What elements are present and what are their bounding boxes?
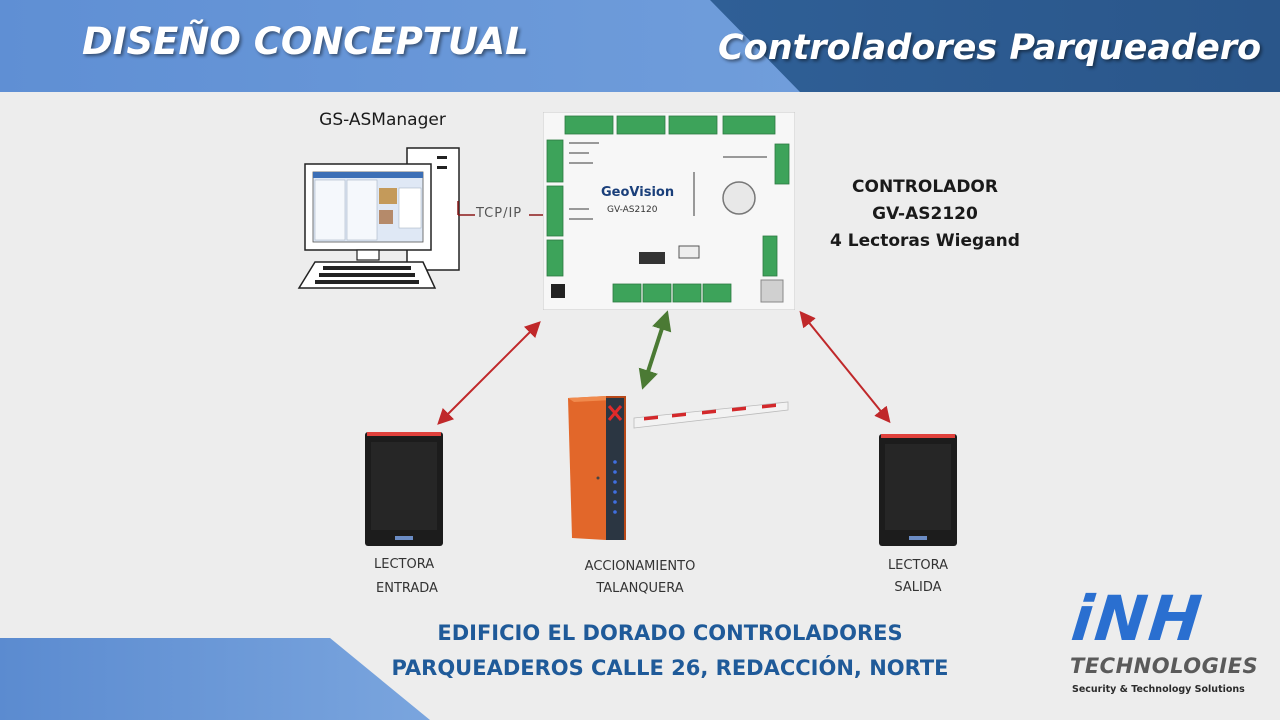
footer-line2: PARQUEADEROS CALLE 26, REDACCIÓN, NORTE — [391, 656, 949, 680]
exit-reader-line1: LECTORA — [887, 558, 949, 573]
barrier-gate-icon — [568, 396, 789, 540]
controller-line3: 4 Lectoras Wiegand — [830, 231, 1020, 251]
entry-reader-label: LECTORA ENTRADA — [350, 554, 450, 600]
barrier-label: ACCIONAMIENTO TALANQUERA — [570, 556, 710, 600]
exit-reader-icon — [879, 434, 957, 546]
logo-tagline: Security & Technology Solutions — [1072, 684, 1245, 695]
company-logo: iNH TECHNOLOGIES Security & Technology S… — [1064, 582, 1264, 706]
arrow-entry-reader — [437, 321, 541, 425]
barrier-line1: ACCIONAMIENTO — [584, 559, 696, 574]
exit-reader-line2: SALIDA — [894, 580, 942, 595]
logo-mark: iNH — [1068, 582, 1207, 655]
footer-line1: EDIFICIO EL DORADO CONTROLADORES — [437, 621, 903, 645]
board-model: GV-AS2120 — [607, 205, 658, 215]
board-brand: GeoVision — [601, 185, 674, 200]
controller-line1: CONTROLADOR — [852, 177, 998, 197]
computer-icon — [297, 147, 460, 289]
exit-reader-label: LECTORA SALIDA — [868, 555, 968, 599]
footer-caption: EDIFICIO EL DORADO CONTROLADORES PARQUEA… — [380, 616, 960, 686]
footer-band-left — [0, 638, 430, 720]
entry-reader-icon — [365, 432, 443, 546]
entry-reader-line2: ENTRADA — [376, 581, 438, 596]
title-right: Controladores Parqueadero — [718, 28, 1262, 68]
controller-info: CONTROLADOR GV-AS2120 4 Lectoras Wiegand — [800, 174, 1050, 255]
title-left: DISEÑO CONCEPTUAL — [82, 20, 529, 63]
header-band-dark — [710, 0, 1280, 92]
controller-line2: GV-AS2120 — [872, 204, 978, 224]
logo-word: TECHNOLOGIES — [1070, 654, 1259, 678]
barrier-line2: TALANQUERA — [596, 581, 684, 596]
tcpip-connector — [457, 201, 543, 216]
tcpip-label: TCP/IP — [476, 206, 523, 221]
arrow-barrier — [638, 310, 672, 390]
entry-reader-line1: LECTORA — [374, 557, 435, 572]
software-label: GS-ASManager — [319, 110, 446, 130]
arrow-exit-reader — [799, 310, 891, 424]
controller-board: GeoVision GV-AS2120 — [543, 112, 795, 310]
